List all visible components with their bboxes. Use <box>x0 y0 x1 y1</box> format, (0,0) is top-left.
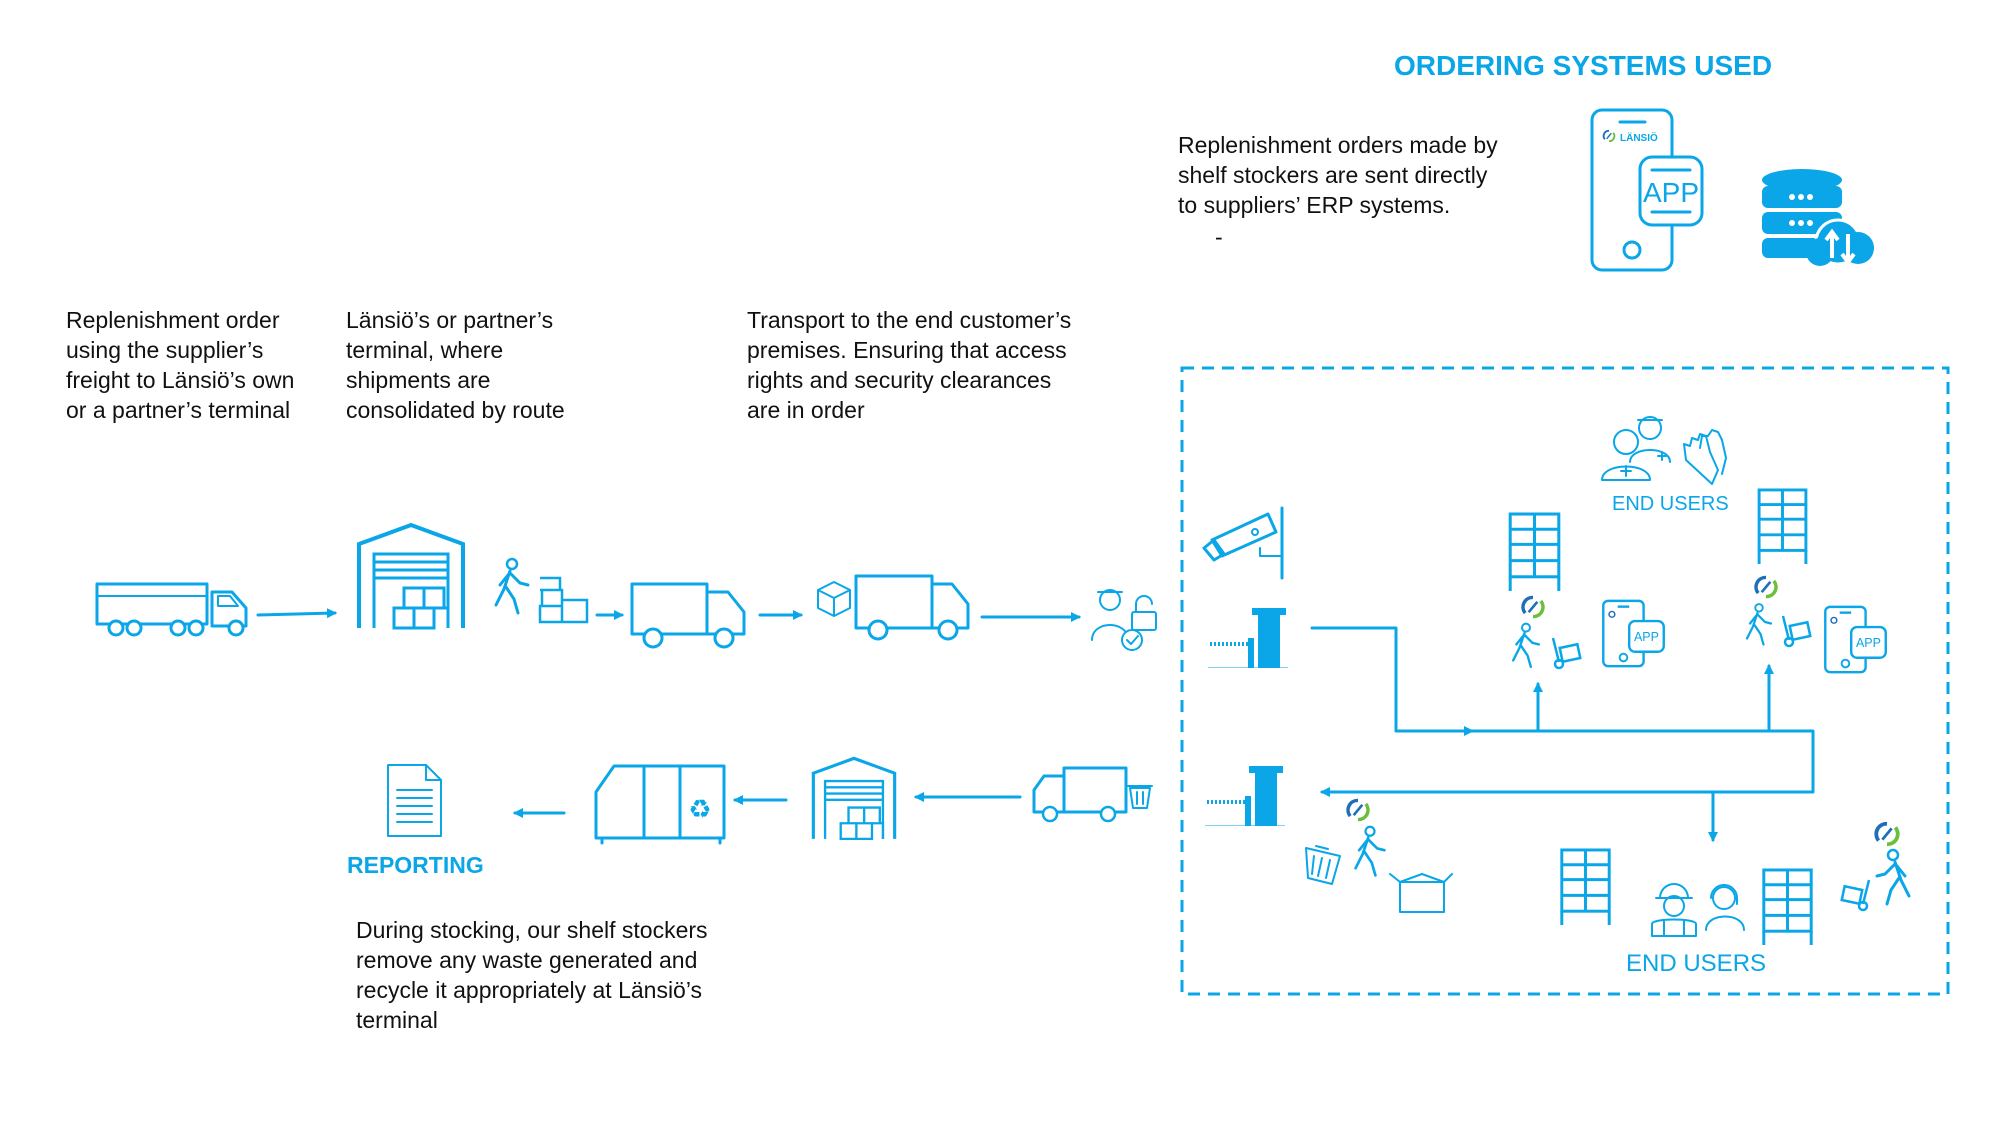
step-1-text: Replenishment order using the supplier’s… <box>66 307 295 423</box>
ordering-dash: - <box>1215 224 1223 250</box>
open-box-icon <box>1389 873 1453 913</box>
waste-van-icon <box>1032 766 1153 823</box>
reporting-text: During stocking, our shelf stockers remo… <box>356 917 708 1033</box>
shelf-stocker-2 <box>1745 575 1887 674</box>
hand-cart-icon <box>1781 614 1812 648</box>
delivery-van-icon <box>630 582 746 649</box>
recycling-container-icon: ♻ <box>594 764 726 845</box>
ordering-description: Replenishment orders made by shelf stock… <box>1178 132 1498 218</box>
construction-worker-icon <box>1651 883 1697 937</box>
exit-gate-barrier-icon <box>1205 764 1287 826</box>
ordering-app-phone-icon <box>1824 605 1887 674</box>
walking-stocker-icon <box>1354 825 1386 877</box>
hand-cart-icon <box>1840 878 1871 912</box>
ordering-app-phone-icon <box>1602 599 1665 668</box>
arrow-to-terminal <box>256 608 337 619</box>
customer-service-agent-icon <box>1705 884 1745 931</box>
return-terminal-warehouse-icon <box>811 756 897 841</box>
erp-database-cloud-icon <box>1762 169 1874 266</box>
walking-stocker-icon <box>1875 848 1911 906</box>
freight-truck-icon <box>95 582 248 637</box>
lansio-logo-icon <box>1874 821 1900 847</box>
gloves-icon <box>1683 429 1727 485</box>
walking-stocker-icon <box>1511 622 1541 668</box>
shelf-icon <box>1757 488 1808 566</box>
hand-cart-icon <box>1551 636 1582 670</box>
security-guard-icon <box>1091 589 1157 651</box>
ordering-systems-title: ORDERING SYSTEMS USED <box>1394 50 1773 81</box>
walking-stocker-icon <box>1745 602 1773 646</box>
outbound-flow-line <box>1320 729 1815 797</box>
step-3-text: Transport to the end customer’s premises… <box>747 307 1072 423</box>
healthcare-end-users-icon <box>1601 416 1671 481</box>
lansio-logo-icon <box>1521 595 1545 619</box>
security-camera-icon <box>1202 506 1284 580</box>
app-label: APP <box>1643 177 1699 208</box>
reporting-label: REPORTING <box>347 852 484 878</box>
customer-premises-boundary <box>1180 366 1950 996</box>
lansio-logo-icon <box>1754 575 1778 599</box>
end-users-bottom-label: END USERS <box>1626 950 1767 977</box>
shelf-icon <box>1762 868 1813 947</box>
phone-brand-text: LÄNSIÖ <box>1620 131 1658 144</box>
lansio-logo-icon <box>1346 798 1370 822</box>
shelf-icon <box>1560 848 1611 927</box>
shelf-stocker-3 <box>1840 821 1911 912</box>
waste-handling-stocker <box>1305 798 1453 913</box>
shelf-icon <box>1508 512 1561 593</box>
entry-gate-barrier-icon <box>1208 606 1290 668</box>
app-phone-icon: LÄNSIÖ APP <box>1590 108 1704 272</box>
shelf-stocker-1 <box>1511 595 1665 670</box>
truck-with-package-icon <box>817 574 970 641</box>
step-2-text: Länsiö’s or partner’s terminal, where sh… <box>346 307 565 423</box>
inbound-flow-line <box>1310 626 1474 736</box>
trash-bin-icon <box>1305 845 1341 885</box>
worker-with-boxes-icon <box>494 557 589 624</box>
svg-text:♻: ♻ <box>688 795 711 825</box>
report-document-icon <box>387 764 442 837</box>
terminal-warehouse-icon <box>359 525 463 628</box>
end-users-top-label: END USERS <box>1612 493 1729 515</box>
